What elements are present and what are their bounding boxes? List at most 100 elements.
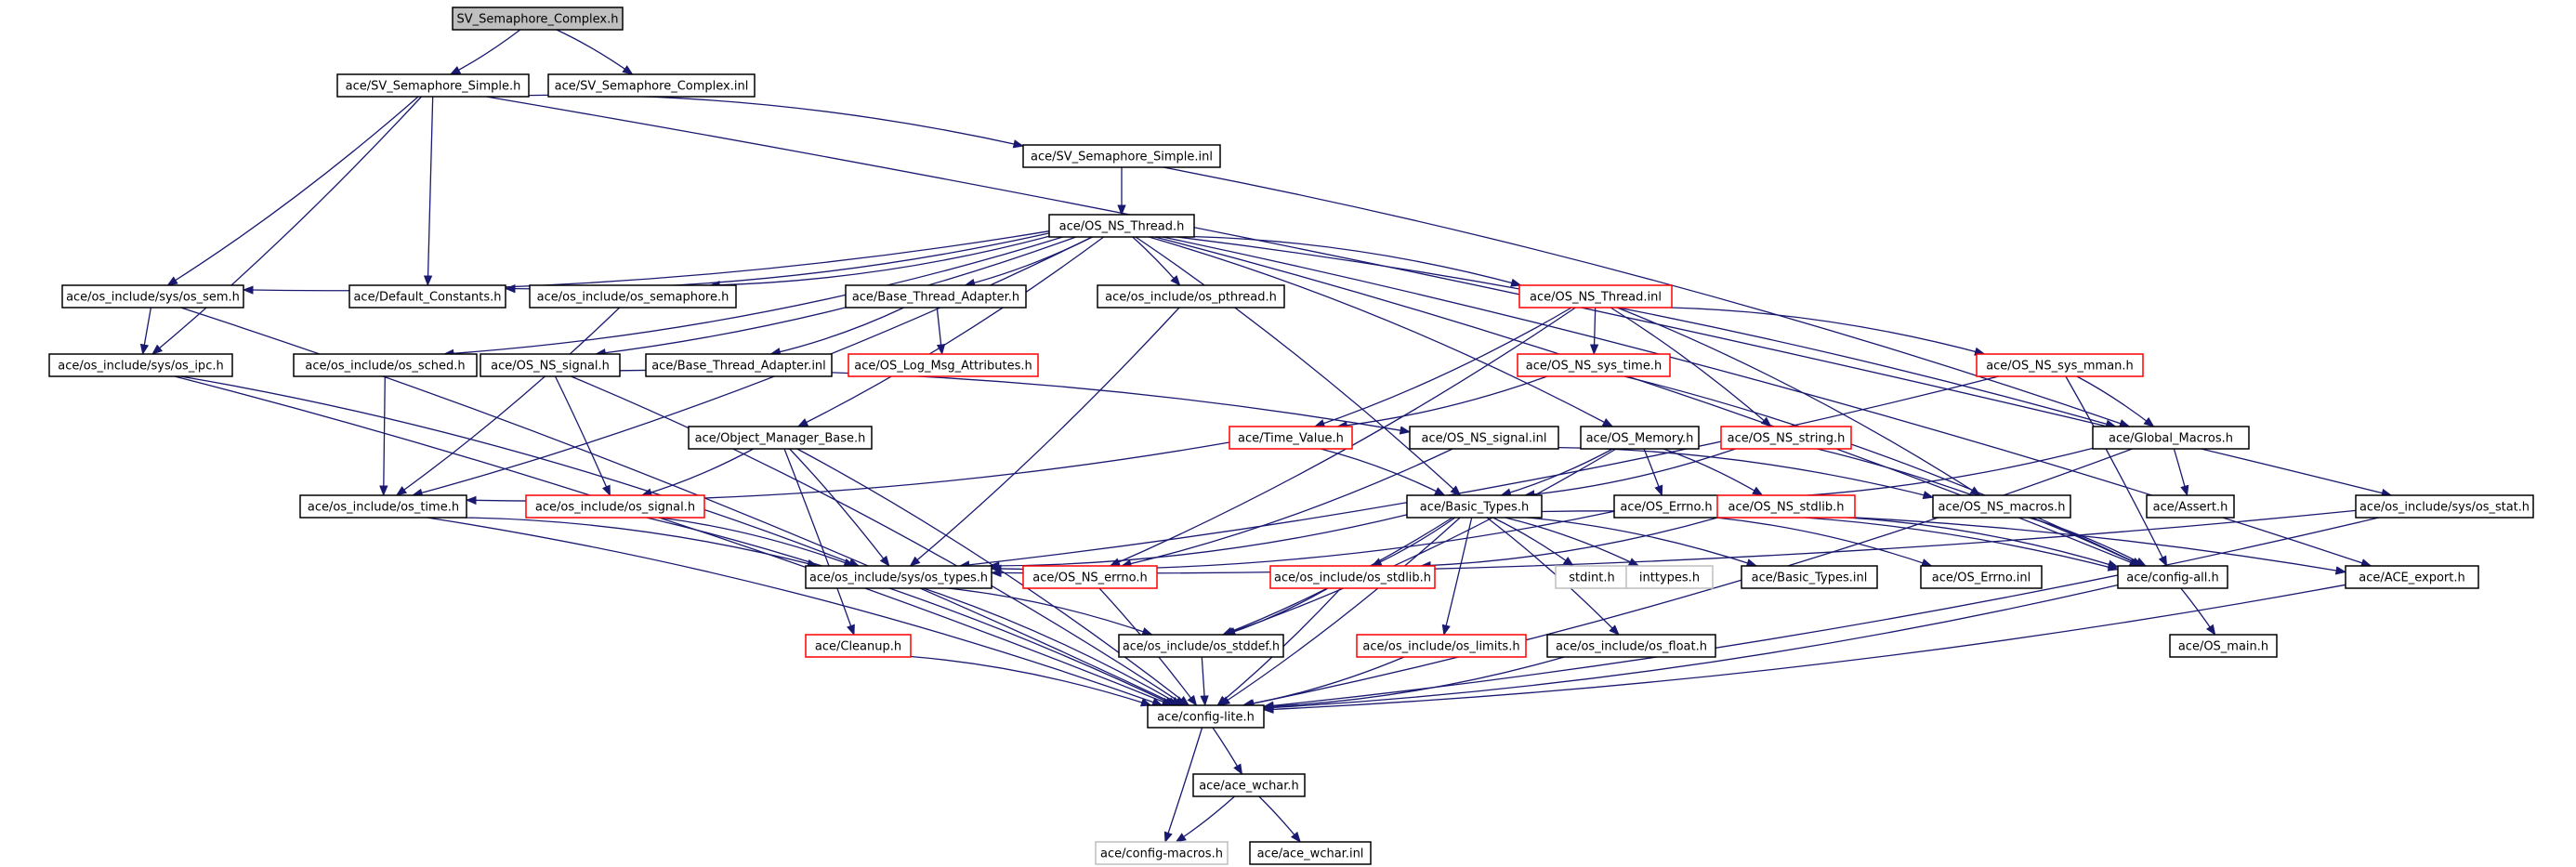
edge-basictypes-to-aceexport: [1541, 510, 2347, 575]
node-box: [805, 634, 912, 658]
file-node-timevalue[interactable]: ace/Time_Value.h: [1229, 426, 1353, 450]
edge-ostime-to-configlite: [427, 517, 1163, 706]
node-label: ace/os_include/os_semaphore.h: [537, 291, 729, 305]
node-box: [1741, 565, 1878, 589]
node-box: [1118, 634, 1284, 658]
edge-nsstdlib-to-osstdlib: [1420, 517, 1718, 571]
edge-osstdlib-to-stddef: [1224, 587, 1329, 637]
node-box: [848, 353, 1039, 377]
file-node-osmain[interactable]: ace/OS_main.h: [2169, 634, 2278, 658]
file-node-defconst[interactable]: ace/Default_Constants.h: [348, 284, 506, 309]
edge-bta-to-btainl: [769, 307, 904, 357]
file-node-configall[interactable]: ace/config-all.h: [2117, 565, 2228, 589]
edge-svs-to-osstat: [486, 96, 2393, 498]
node-label: ace/OS_Errno.inl: [1932, 571, 2031, 585]
file-node-logmsg[interactable]: ace/OS_Log_Msg_Attributes.h: [848, 353, 1039, 377]
file-node-nssignalinl[interactable]: ace/OS_NS_signal.inl: [1409, 426, 1559, 450]
node-box: [1976, 353, 2144, 377]
edge-nsmacros-to-configall: [2028, 517, 2147, 567]
file-node-sysmman[interactable]: ace/OS_NS_sys_mman.h: [1976, 353, 2144, 377]
edge-basictypes-to-configlite: [1218, 517, 1461, 706]
node-label: ace/OS_NS_string.h: [1728, 432, 1846, 446]
file-node-osstdlib[interactable]: ace/os_include/os_stdlib.h: [1269, 565, 1436, 589]
file-node-sched[interactable]: ace/os_include/os_sched.h: [293, 353, 478, 377]
edge-nssignalinl-to-nsmacros: [1557, 446, 1935, 500]
file-node-svsi[interactable]: ace/SV_Semaphore_Simple.inl: [1022, 144, 1221, 168]
edge-osnsthreadinl-to-sysmman: [1670, 307, 1986, 356]
file-node-nsstring[interactable]: ace/OS_NS_string.h: [1720, 426, 1852, 450]
node-box: [2146, 494, 2235, 519]
file-node-oserrno[interactable]: ace/OS_Errno.h: [1613, 494, 1719, 519]
file-node-osnsthread[interactable]: ace/OS_NS_Thread.h: [1048, 214, 1195, 238]
file-node-aceexport[interactable]: ace/ACE_export.h: [2345, 565, 2479, 589]
file-node-osstat[interactable]: ace/os_include/sys/os_stat.h: [2355, 494, 2534, 519]
node-box: [2169, 634, 2278, 658]
file-node-cleanup[interactable]: ace/Cleanup.h: [805, 634, 912, 658]
file-node-nsmacros[interactable]: ace/OS_NS_macros.h: [1932, 494, 2071, 519]
file-node-basictypes[interactable]: ace/Basic_Types.h: [1406, 494, 1543, 519]
edge-float-to-configlite: [1262, 656, 1565, 711]
file-node-float[interactable]: ace/os_include/os_float.h: [1546, 634, 1716, 658]
edge-ossignal-to-configlite: [646, 517, 1176, 706]
edge-ossem-to-osipc: [139, 307, 152, 356]
node-label: ace/os_include/sys/os_types.h: [809, 571, 988, 585]
file-node-bta[interactable]: ace/Base_Thread_Adapter.h: [845, 284, 1027, 309]
node-label: ace/OS_NS_sys_time.h: [1526, 360, 1662, 374]
file-node-osipc[interactable]: ace/os_include/sys/os_ipc.h: [48, 353, 233, 377]
file-node-omb[interactable]: ace/Object_Manager_Base.h: [688, 426, 873, 450]
file-node-nserrno[interactable]: ace/OS_NS_errno.h: [1022, 565, 1158, 589]
edge-basictypes-to-osstdlib: [1371, 517, 1456, 567]
node-label: ace/ace_wchar.inl: [1257, 847, 1364, 861]
file-node-btinl[interactable]: ace/Basic_Types.inl: [1741, 565, 1878, 589]
file-node-svci[interactable]: ace/SV_Semaphore_Complex.inl: [547, 73, 756, 98]
file-node-nsstdlib[interactable]: ace/OS_NS_stdlib.h: [1716, 494, 1856, 519]
file-node-assert[interactable]: ace/Assert.h: [2146, 494, 2235, 519]
file-node-osnsthreadinl[interactable]: ace/OS_NS_Thread.inl: [1518, 284, 1673, 309]
edge-nssignal-to-configlite: [571, 375, 1187, 706]
file-node-stdint[interactable]: stdint.h: [1555, 565, 1629, 589]
node-label: ace/config-macros.h: [1100, 847, 1223, 861]
edge-globalmacros-to-assert: [2173, 448, 2189, 497]
edge-nsstdlib-to-configall: [1847, 517, 2120, 569]
file-node-systime[interactable]: ace/OS_NS_sys_time.h: [1517, 353, 1671, 377]
file-node-limits[interactable]: ace/os_include/os_limits.h: [1356, 634, 1527, 658]
file-node-ossignal[interactable]: ace/os_include/os_signal.h: [525, 494, 705, 519]
file-node-configmacros[interactable]: ace/config-macros.h: [1095, 841, 1229, 865]
file-node-globalmacros[interactable]: ace/Global_Macros.h: [2092, 426, 2250, 450]
file-node-stddef[interactable]: ace/os_include/os_stddef.h: [1118, 634, 1284, 658]
file-node-oserrnoinl[interactable]: ace/OS_Errno.inl: [1920, 565, 2043, 589]
file-node-nssignal[interactable]: ace/OS_NS_signal.h: [480, 353, 621, 377]
file-node-wcharinl[interactable]: ace/ace_wchar.inl: [1249, 841, 1372, 865]
node-label: ace/os_include/os_sched.h: [305, 360, 465, 374]
file-node-semaphore[interactable]: ace/os_include/os_semaphore.h: [529, 284, 737, 309]
file-node-memory[interactable]: ace/OS_Memory.h: [1580, 426, 1700, 450]
file-node-svs[interactable]: ace/SV_Semaphore_Simple.h: [336, 73, 530, 98]
file-node-wchar[interactable]: ace/ace_wchar.h: [1192, 773, 1306, 797]
edge-osnsthread-to-bta: [964, 236, 1093, 287]
edge-svc-to-svci: [556, 29, 634, 75]
node-label: ace/Object_Manager_Base.h: [695, 432, 866, 446]
file-node-pthread[interactable]: ace/os_include/os_pthread.h: [1097, 284, 1285, 309]
edge-sysmman-to-ostypes: [958, 375, 1999, 570]
node-label: ace/Time_Value.h: [1238, 432, 1344, 446]
file-node-inttypes[interactable]: inttypes.h: [1625, 565, 1714, 589]
file-node-ostypes[interactable]: ace/os_include/sys/os_types.h: [805, 565, 992, 589]
edge-ostime-to-ostypes: [465, 517, 819, 568]
node-box: [1932, 494, 2071, 519]
file-node-btainl[interactable]: ace/Base_Thread_Adapter.inl: [645, 353, 833, 377]
node-label: ace/OS_main.h: [2178, 640, 2268, 654]
edge-osnsthread-to-ostime: [411, 236, 1093, 497]
node-box: [645, 353, 833, 377]
edge-timevalue-to-basictypes: [1320, 448, 1446, 496]
edge-bta-to-logmsg: [936, 307, 946, 356]
node-box: [1580, 426, 1700, 450]
file-node-ossem[interactable]: ace/os_include/sys/os_sem.h: [61, 284, 244, 309]
file-node-ostime[interactable]: ace/os_include/os_time.h: [299, 494, 467, 519]
edge-osnsthread-to-basictypes: [1135, 236, 1462, 496]
file-node-configlite[interactable]: ace/config-lite.h: [1147, 704, 1265, 729]
file-nodes: SV_Semaphore_Complex.hace/SV_Semaphore_S…: [48, 7, 2534, 865]
node-box: [1920, 565, 2043, 589]
node-box: [529, 284, 737, 309]
node-box: [2345, 565, 2479, 589]
